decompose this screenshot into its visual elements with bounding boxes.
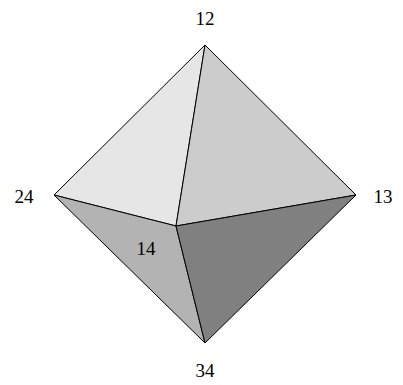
vertex-label: 14 (137, 239, 156, 258)
vertex-label: 12 (196, 9, 215, 28)
vertex-label: 24 (15, 187, 34, 206)
face-bottom-left (54, 195, 205, 343)
face-bottom-right (176, 195, 356, 343)
vertex-label: 34 (196, 361, 215, 380)
vertex-label: 13 (374, 187, 393, 206)
face-top-right (176, 45, 356, 226)
